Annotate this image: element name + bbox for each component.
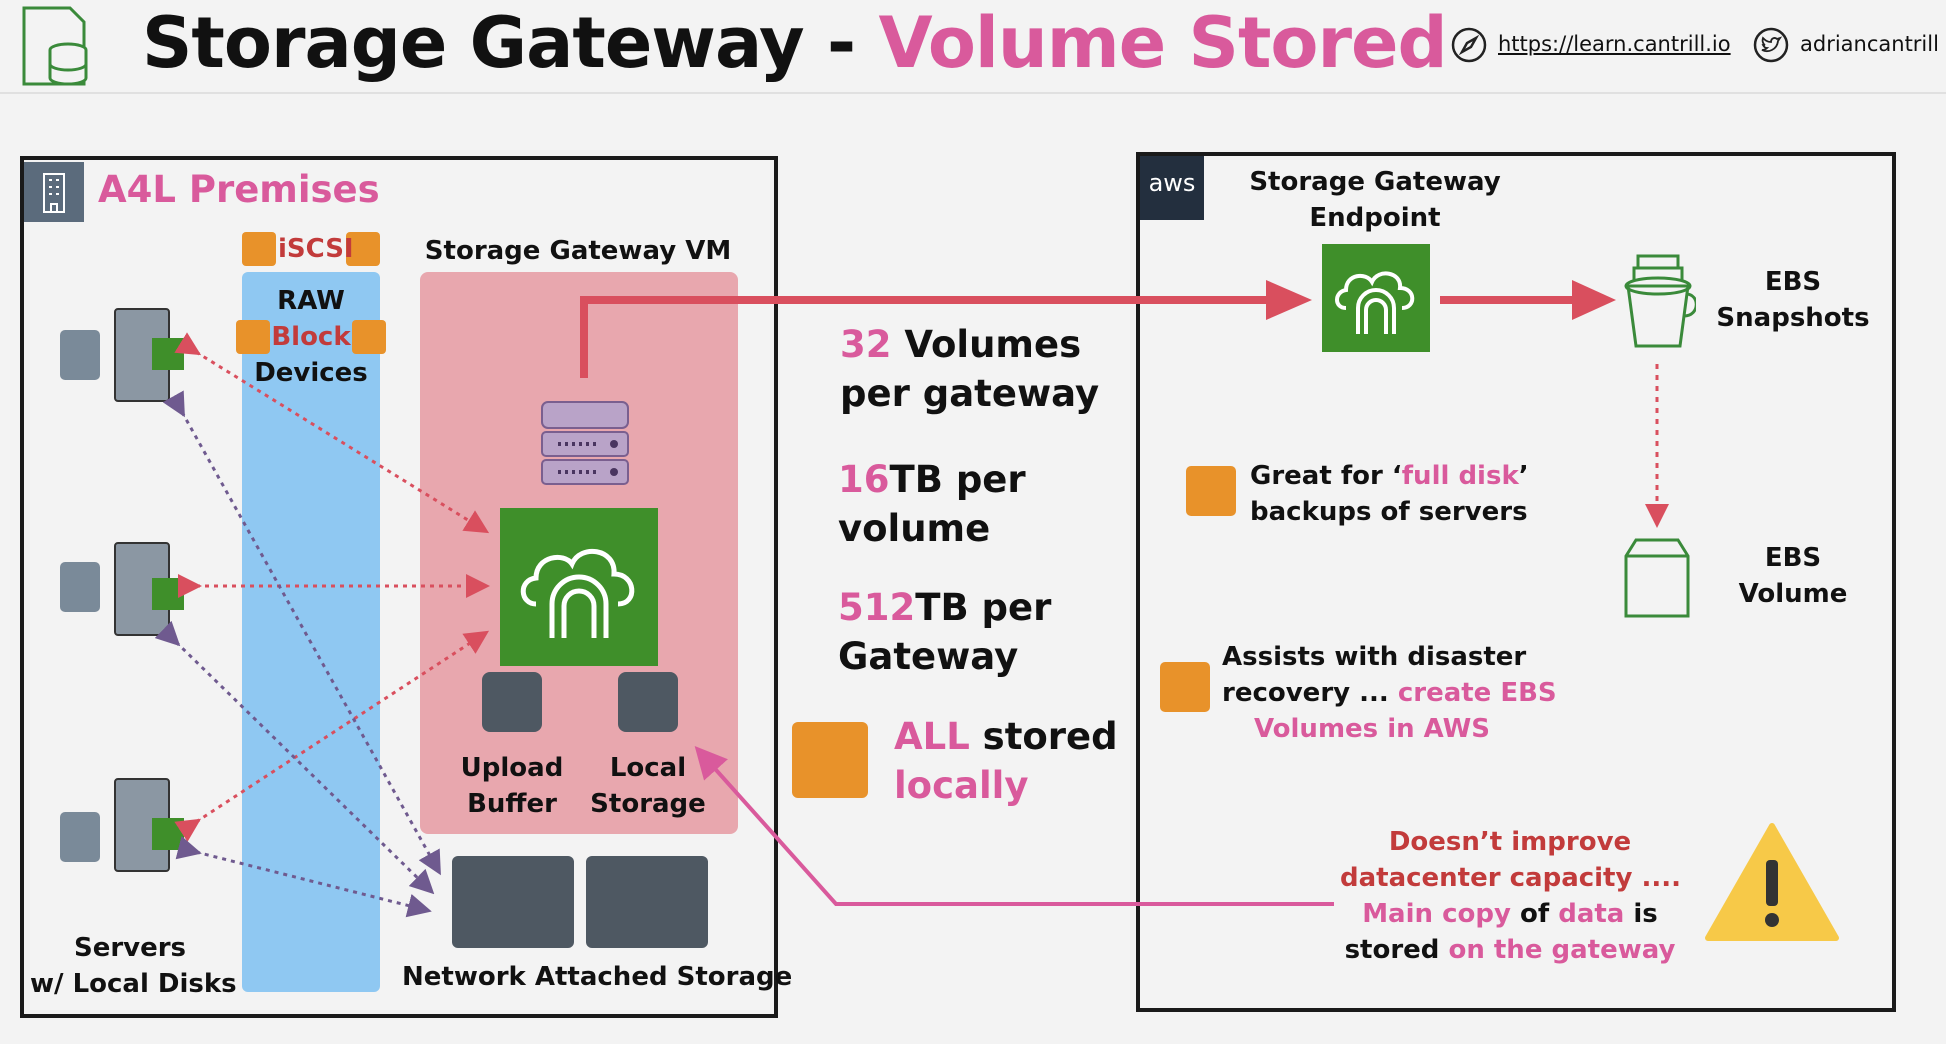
ebs-volume-line1: EBS [1764, 543, 1822, 573]
note2-line1: Assists with disaster [1222, 642, 1527, 672]
note1-b: ’ [1518, 461, 1529, 491]
website-link[interactable]: https://learn.cantrill.io [1498, 32, 1731, 56]
stat-gateway-size-num: 512 [838, 586, 916, 629]
stat-volume-size-num: 16 [838, 458, 890, 501]
stat-volumes-num: 32 [840, 323, 892, 366]
nas-label: Network Attached Storage [402, 962, 793, 992]
note-warning: Doesn’t improve datacenter capacity ....… [1340, 824, 1681, 968]
replication-arrowhead-2 [1572, 280, 1616, 320]
aws-box [1136, 152, 1896, 1012]
warn-line1: Doesn’t improve [1388, 827, 1632, 857]
twitter-icon [1752, 26, 1790, 64]
servers-line2: w/ Local Disks [30, 969, 237, 999]
bucket-icon [1618, 246, 1696, 350]
warn-gateway: on the gateway [1448, 935, 1676, 965]
servers-label: Servers w/ Local Disks [30, 930, 237, 1002]
premises-title: A4L Premises [98, 168, 380, 211]
endpoint-line1: Storage Gateway [1249, 167, 1501, 197]
stat-volumes-rest: Volumes [891, 323, 1082, 366]
flask-icon [1186, 466, 1236, 516]
compass-icon [1450, 26, 1488, 64]
note2-accent: create EBS [1397, 678, 1557, 708]
building-icon [24, 162, 84, 222]
warning-icon [1704, 820, 1840, 944]
disk-icon [60, 330, 100, 380]
flask-icon [242, 232, 276, 266]
stat-volume-size-line2: volume [838, 507, 991, 550]
twitter-handle[interactable]: adriancantrill [1800, 32, 1939, 56]
warning-pointer-arrow [694, 746, 1334, 906]
replication-arrowhead-1 [1266, 280, 1312, 320]
storage-gateway-icon [500, 508, 658, 666]
warn-main: Main copy [1362, 899, 1511, 929]
iscsi-label: iSCSI [278, 234, 354, 264]
aws-logo-text: aws [1148, 169, 1196, 197]
warn-stored: stored [1344, 935, 1449, 965]
ebs-snapshots-line1: EBS [1764, 267, 1822, 297]
note-disaster-recovery: Assists with disaster recovery ... creat… [1222, 639, 1557, 747]
note2-line3: Volumes in AWS [1253, 714, 1491, 744]
note1-accent: full disk [1401, 461, 1519, 491]
server-rack-icon [538, 396, 632, 490]
server-icon [114, 542, 170, 636]
endpoint-line2: Endpoint [1309, 203, 1441, 233]
stat-gateway-size-line2: Gateway [838, 635, 1019, 678]
ebs-volume-icon [1622, 536, 1692, 620]
title-main: Storage Gateway - [142, 2, 879, 84]
header-divider [0, 92, 1946, 94]
stat-volumes: 32 Volumes per gateway [840, 320, 1099, 418]
note1-line2: backups of servers [1250, 497, 1528, 527]
nas-icon [586, 856, 708, 948]
storage-db-icon [18, 4, 92, 88]
server-icon [114, 308, 170, 402]
flask-icon [346, 232, 380, 266]
warn-of: of [1510, 899, 1559, 929]
server3-gateway-link [174, 630, 490, 842]
note1-a: Great for ‘ [1250, 461, 1402, 491]
ebs-snapshots-label: EBS Snapshots [1710, 264, 1876, 336]
note2-a: recovery ... [1222, 678, 1398, 708]
upload-buffer-drive-icon [482, 672, 542, 732]
local-storage-label: Local Storage [588, 750, 708, 822]
replication-arrow-to-endpoint [580, 296, 1282, 378]
servers-line1: Servers [73, 933, 187, 963]
warn-data: data [1558, 899, 1625, 929]
storage-gateway-endpoint-icon [1322, 244, 1430, 352]
warn-line2: datacenter capacity .... [1340, 863, 1681, 893]
stat-all-stored: ALL stored locally [894, 712, 1118, 810]
stat-all-line2: locally [894, 764, 1029, 807]
note-full-disk: Great for ‘full disk’ backups of servers [1250, 458, 1529, 530]
stat-gateway-size: 512TB per Gateway [838, 583, 1051, 681]
page-title: Storage Gateway - Volume Stored [142, 2, 1448, 84]
server1-nas-link [162, 390, 441, 876]
premises-box [20, 156, 778, 1018]
stat-volume-size-rest: TB per [889, 458, 1026, 501]
warn-is: is [1624, 899, 1658, 929]
endpoint-label: Storage Gateway Endpoint [1240, 164, 1510, 236]
aws-logo: aws [1140, 156, 1204, 220]
local-storage-line2: Storage [590, 789, 706, 819]
server3-nas-link [175, 835, 432, 918]
stat-volumes-line2: per gateway [840, 372, 1100, 415]
title-accent: Volume Stored [878, 2, 1447, 84]
server1-gateway-link [174, 332, 490, 534]
raw-label: RAW [277, 286, 345, 316]
nas-icon [452, 856, 574, 948]
ebs-snapshots-line2: Snapshots [1716, 303, 1870, 333]
ebs-volume-line2: Volume [1738, 579, 1848, 609]
ebs-volume-label: EBS Volume [1710, 540, 1876, 612]
stat-gateway-size-rest: TB per [915, 586, 1052, 629]
disk-icon [60, 812, 100, 862]
disk-icon [60, 562, 100, 612]
local-storage-drive-icon [618, 672, 678, 732]
flask-icon [792, 722, 868, 798]
server2-nas-link [154, 620, 435, 895]
stat-all-rest: stored [969, 715, 1118, 758]
vm-title: Storage Gateway VM [424, 236, 732, 266]
stat-all-accent: ALL [894, 715, 970, 758]
flask-icon [1160, 662, 1210, 712]
stat-volume-size: 16TB per volume [838, 455, 1026, 553]
local-storage-line1: Local [609, 753, 687, 783]
